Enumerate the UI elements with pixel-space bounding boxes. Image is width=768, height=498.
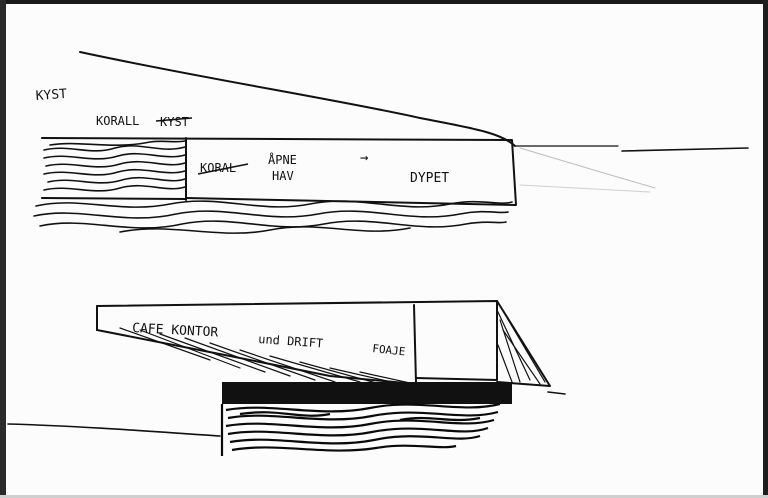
- label-apne: ÅPNE: [268, 152, 297, 167]
- dark-scribble-mass: [222, 382, 512, 456]
- upper-building-bottom: [42, 198, 186, 199]
- label-arrow: →: [360, 150, 368, 166]
- sea-waves-under-upper: [34, 201, 512, 233]
- horizon-line-far: [622, 148, 748, 151]
- lower-building-divider: [414, 305, 416, 383]
- lower-building-bow: [497, 301, 550, 386]
- label-cafe-kontor: CAFE KONTOR: [132, 321, 219, 340]
- faint-line-2: [520, 185, 650, 192]
- label-korall: KORALL: [96, 114, 139, 128]
- faint-line: [520, 148, 655, 188]
- label-kyst: KYST: [35, 87, 67, 104]
- roof-diagonal-line: [80, 52, 515, 146]
- lower-building-underline: [97, 330, 416, 384]
- coral-wave-hatching: [44, 141, 185, 191]
- ground-line-left: [8, 424, 220, 436]
- label-dypet: DYPET: [410, 171, 449, 186]
- label-und-drift: und DRIFT: [258, 332, 324, 351]
- label-hav: HAV: [272, 169, 294, 183]
- label-foaje: FOAJE: [372, 342, 406, 358]
- label-kyst-struck: KYST: [160, 115, 189, 129]
- ground-line-right: [548, 392, 565, 394]
- bow-hatching: [497, 310, 545, 384]
